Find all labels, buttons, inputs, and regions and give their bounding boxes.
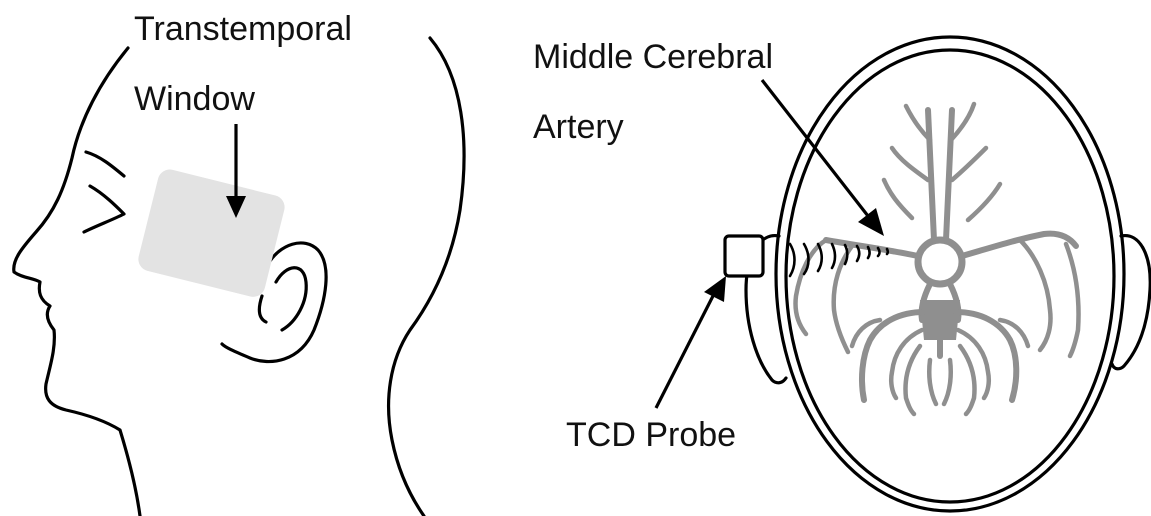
axial-head-view: Middle Cerebral Artery TCD Probe	[533, 37, 1150, 511]
tcd-probe	[725, 236, 763, 276]
artery-label-line2: Artery	[533, 108, 624, 146]
transtemporal-window-patch	[136, 167, 287, 299]
face-outline	[14, 48, 140, 516]
head-profile: Transtemporal Window	[14, 10, 464, 516]
circle-of-willis	[918, 240, 962, 284]
eyebrow	[86, 152, 124, 176]
back-of-head-outline	[389, 38, 464, 516]
window-label-line2: Window	[134, 80, 255, 118]
artery-label-line1: Middle Cerebral	[533, 38, 773, 76]
right-ear-bump	[1112, 236, 1150, 369]
probe-arrow	[656, 276, 726, 408]
probe-label: TCD Probe	[566, 416, 736, 454]
eye	[84, 186, 124, 232]
cerebral-arteries	[795, 104, 1078, 414]
window-label-line1: Transtemporal	[134, 10, 352, 48]
